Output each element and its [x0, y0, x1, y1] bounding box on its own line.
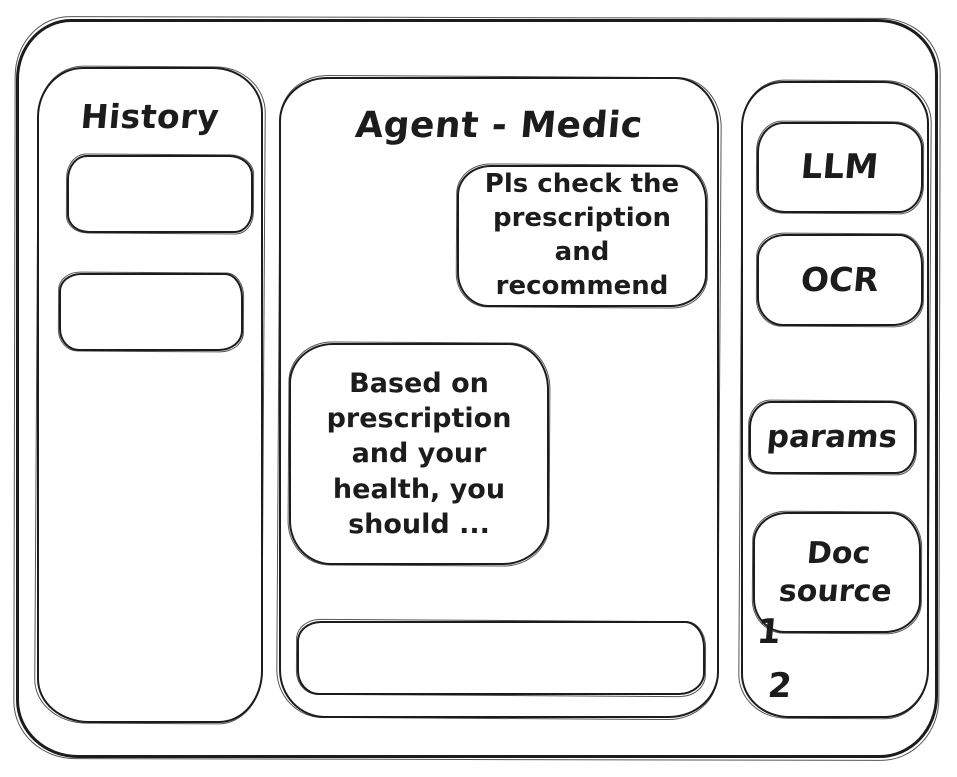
- chat-panel: Agent - Medic Pls check the prescription…: [279, 77, 719, 718]
- assistant-message-bubble: Based on prescription and your health, y…: [289, 343, 549, 565]
- llm-button-label: LLM: [799, 147, 881, 188]
- params-button-label: params: [765, 419, 900, 456]
- ocr-button[interactable]: OCR: [757, 234, 923, 326]
- doc-source-button[interactable]: Doc source: [753, 512, 921, 633]
- user-message-text: Pls check the prescription and recommend: [484, 169, 680, 301]
- chat-input-box: [297, 621, 705, 695]
- params-button[interactable]: params: [749, 401, 916, 474]
- doc-source-item-1[interactable]: 1: [755, 612, 783, 652]
- app-window-frame: History Agent - Medic Pls check the pres…: [16, 19, 938, 758]
- assistant-message-text: Based on prescription and your health, y…: [326, 368, 512, 540]
- history-title: History: [79, 97, 221, 136]
- ocr-button-label: OCR: [799, 260, 881, 300]
- history-item[interactable]: [67, 155, 253, 233]
- user-message-bubble: Pls check the prescription and recommend: [457, 165, 707, 307]
- doc-source-button-label: Doc source: [777, 536, 894, 609]
- history-sidebar: History: [37, 67, 263, 723]
- chat-input[interactable]: [299, 623, 703, 693]
- chat-title: Agent - Medic: [353, 105, 645, 146]
- history-item[interactable]: [59, 273, 243, 351]
- doc-source-item-2[interactable]: 2: [766, 666, 794, 706]
- tools-sidebar: LLM OCR params Doc source 1 2: [741, 81, 929, 718]
- llm-button[interactable]: LLM: [757, 122, 923, 213]
